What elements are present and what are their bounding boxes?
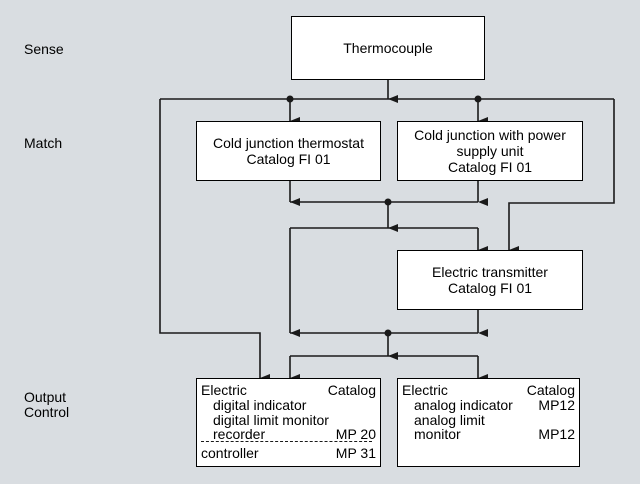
junction-dot xyxy=(474,95,482,103)
output-right-catalog-header: Catalog xyxy=(526,382,575,398)
junction-dot xyxy=(384,198,392,206)
dashed-divider xyxy=(201,441,372,442)
row-label-match: Match xyxy=(24,135,63,151)
junction-dot xyxy=(384,329,392,337)
item-recorder-catalog: MP 20 xyxy=(335,426,376,442)
output-digital-box: Electric Catalog digital indicator digit… xyxy=(196,378,381,467)
row-label-sense: Sense xyxy=(24,41,64,57)
thermocouple-box: Thermocouple xyxy=(291,16,485,80)
cj-power-title-1: Cold junction with power xyxy=(414,127,566,143)
cold-junction-power-supply-box: Cold junction with power supply unit Cat… xyxy=(397,121,583,181)
item-controller: controller xyxy=(201,445,259,461)
item-recorder: recorder xyxy=(213,426,266,442)
output-right-title: Electric xyxy=(402,382,448,398)
output-analog-box: Electric Catalog analog indicator MP12 a… xyxy=(397,378,580,467)
item-controller-catalog: MP 31 xyxy=(335,445,376,461)
item-analog-limit: analog limit xyxy=(414,412,485,428)
transmitter-title: Electric transmitter xyxy=(432,264,548,280)
right-bypass-line xyxy=(508,99,615,254)
item-monitor: monitor xyxy=(414,426,461,442)
row-label-control: Control xyxy=(24,404,70,420)
cj-thermostat-title: Cold junction thermostat xyxy=(213,135,364,151)
item-monitor-catalog: MP12 xyxy=(538,426,575,442)
left-bypass-line xyxy=(159,99,270,382)
thermocouple-label: Thermocouple xyxy=(343,40,433,56)
cold-junction-thermostat-box: Cold junction thermostat Catalog FI 01 xyxy=(196,121,381,181)
item-analog-indicator-catalog: MP12 xyxy=(538,397,575,413)
item-digital-limit-monitor: digital limit monitor xyxy=(213,412,329,428)
cj-power-title-2: supply unit xyxy=(456,143,524,159)
cj-thermostat-catalog: Catalog FI 01 xyxy=(246,151,331,167)
output-left-catalog-header: Catalog xyxy=(327,382,376,398)
row-label-output: Output xyxy=(24,389,67,405)
junction-dot xyxy=(286,95,294,103)
electric-transmitter-box: Electric transmitter Catalog FI 01 xyxy=(397,250,583,310)
item-digital-indicator: digital indicator xyxy=(213,397,307,413)
output-left-title: Electric xyxy=(201,382,247,398)
transmitter-catalog: Catalog FI 01 xyxy=(447,280,533,296)
item-analog-indicator: analog indicator xyxy=(414,397,513,413)
cj-power-catalog: Catalog FI 01 xyxy=(447,159,533,175)
